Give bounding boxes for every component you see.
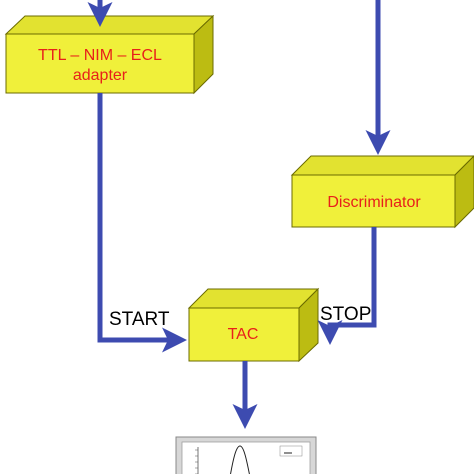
tac-block-front: [188, 307, 300, 362]
adapter-block: TTL – NIM – ECL adapter: [4, 14, 215, 95]
spectrum-y-ticks: [195, 449, 198, 474]
stop-label: STOP: [320, 304, 371, 325]
tac-block-label: TAC: [228, 326, 259, 343]
spectrum-analyzer-icon: [175, 436, 317, 474]
discriminator-block-top: [290, 155, 474, 176]
adapter-block-front: [5, 33, 195, 94]
start-label: START: [109, 309, 170, 330]
adapter-block-label-line2: adapter: [73, 67, 128, 84]
discriminator-block: Discriminator: [290, 155, 474, 229]
signal-arrows: [87, 0, 391, 429]
start-arrow: [97, 93, 187, 353]
adapter-block-label-line1: TTL – NIM – ECL: [38, 47, 162, 64]
tac-block: TAC: [187, 287, 320, 363]
discriminator-block-label: Discriminator: [327, 194, 421, 211]
spectrum-legend: [279, 445, 303, 457]
tac-block-top: [187, 288, 320, 309]
stop-arrow: [317, 227, 377, 345]
adapter-block-top: [4, 15, 215, 35]
spectrum-peak: [230, 445, 250, 474]
